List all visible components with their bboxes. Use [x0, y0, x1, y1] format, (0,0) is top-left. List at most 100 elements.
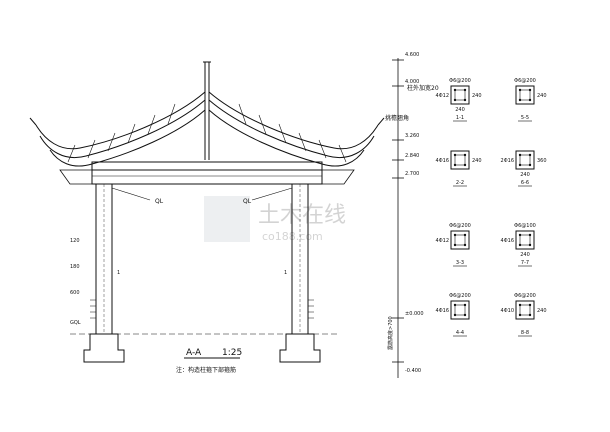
- section-stirrup: [454, 154, 466, 166]
- rebar-dot: [528, 153, 532, 157]
- elev-gl: ±0.000: [405, 311, 424, 317]
- section-6-6: 2Φ16 240 360 6-6: [501, 150, 547, 187]
- left-base-label: GQL: [70, 320, 81, 326]
- section-4-4: Φ6@200 4Φ16 4-4: [436, 293, 471, 337]
- section-height-dim: 240: [537, 308, 547, 314]
- section-stirrup-label: Φ6@200: [449, 223, 471, 229]
- rebar-dot: [518, 88, 522, 92]
- rebar-dot: [463, 88, 467, 92]
- elev-top: 4.600: [405, 52, 419, 58]
- rebar-dot: [463, 98, 467, 102]
- rebar-dot: [453, 88, 457, 92]
- section-id: 4-4: [456, 330, 464, 336]
- rebar-dot: [528, 98, 532, 102]
- rebar-dot: [518, 313, 522, 317]
- left-dim-3: 600: [70, 290, 80, 296]
- rebar-dot: [528, 163, 532, 167]
- left-dim-1: 120: [70, 238, 80, 244]
- left-dim-2: 180: [70, 264, 80, 270]
- section-outline: [515, 85, 535, 105]
- section-rebar-label: 2Φ16: [501, 158, 514, 164]
- section-height-dim: 240: [472, 93, 482, 99]
- rebar-dot: [453, 153, 457, 157]
- section-scale: 1:25: [222, 348, 242, 358]
- rebar-dot: [453, 243, 457, 247]
- rebar-dot: [518, 303, 522, 307]
- rebar-dot: [518, 243, 522, 247]
- rebar-dot: [528, 88, 532, 92]
- section-id: 1-1: [456, 115, 464, 121]
- section-stirrup-label: Φ6@100: [514, 223, 536, 229]
- rebar-dot: [453, 303, 457, 307]
- section-id: 6-6: [521, 180, 529, 186]
- ql-right-label: QL: [243, 198, 252, 205]
- section-stirrup: [454, 304, 466, 316]
- drawing-note: 注：构造柱箍下部箍筋: [176, 366, 236, 374]
- section-width-dim: 240: [520, 172, 530, 178]
- elev-mid1: 3.260: [405, 133, 419, 139]
- section-stirrup: [454, 234, 466, 246]
- section-1-1: Φ6@200 4Φ12 240 240 1-1: [436, 78, 482, 122]
- section-id: 7-7: [521, 260, 529, 266]
- section-stirrup: [454, 89, 466, 101]
- rebar-dot: [528, 243, 532, 247]
- rebar-dot: [463, 243, 467, 247]
- section-stirrup-label: Φ6@200: [449, 78, 471, 84]
- column-mark-right: 1: [284, 270, 287, 276]
- section-id: 5-5: [521, 115, 529, 121]
- section-height-dim: 240: [537, 93, 547, 99]
- section-8-8: Φ6@200 4Φ10 240 8-8: [501, 293, 547, 337]
- section-width-dim: 240: [520, 252, 530, 258]
- elev-ridge: 4.000: [405, 79, 419, 85]
- section-outline: [515, 150, 535, 170]
- rebar-dot: [463, 233, 467, 237]
- section-id: 8-8: [521, 330, 529, 336]
- rebar-dot: [463, 153, 467, 157]
- section-height-dim: 360: [537, 158, 547, 164]
- pavilion-elevation: [29, 61, 385, 363]
- section-title: A-A: [186, 348, 202, 358]
- section-id: 3-3: [456, 260, 464, 266]
- section-outline: [515, 300, 535, 320]
- rebar-dot: [463, 303, 467, 307]
- right-note-1: 柱外加宽20: [407, 84, 439, 92]
- elev-mid3: 2.700: [405, 171, 419, 177]
- section-stirrup: [519, 234, 531, 246]
- watermark-brand: 土木在线: [258, 203, 346, 228]
- rebar-dot: [463, 163, 467, 167]
- section-rebar-label: 4Φ16: [501, 238, 514, 244]
- section-stirrup: [519, 154, 531, 166]
- ql-left-label: QL: [155, 198, 164, 205]
- elevation-dimension: [392, 58, 404, 378]
- rebar-dot: [518, 163, 522, 167]
- right-note-3: 露筋高度>700: [387, 316, 394, 350]
- rebar-dot: [528, 233, 532, 237]
- section-rebar-label: 4Φ16: [436, 158, 449, 164]
- section-stirrup: [519, 89, 531, 101]
- rebar-dot: [518, 153, 522, 157]
- section-id: 2-2: [456, 180, 464, 186]
- section-width-dim: 240: [455, 107, 465, 113]
- section-outline: [450, 150, 470, 170]
- rebar-dot: [453, 233, 457, 237]
- watermark: 土木在线 co188.com: [204, 196, 346, 243]
- elev-base: -0.400: [405, 368, 421, 374]
- section-rebar-label: 4Φ16: [436, 308, 449, 314]
- section-stirrup-label: Φ6@200: [514, 293, 536, 299]
- rebar-dot: [453, 313, 457, 317]
- section-rebar-label: 4Φ10: [501, 308, 514, 314]
- rebar-dot: [518, 233, 522, 237]
- right-note-2: 挑檐翘角: [385, 114, 409, 122]
- section-rebar-label: 4Φ12: [436, 93, 449, 99]
- section-outline: [450, 300, 470, 320]
- section-stirrup-label: Φ6@200: [449, 293, 471, 299]
- section-outline: [515, 230, 535, 250]
- elev-mid2: 2.840: [405, 153, 419, 159]
- section-rebar-label: 4Φ12: [436, 238, 449, 244]
- section-outline: [450, 230, 470, 250]
- column-mark-left: 1: [117, 270, 120, 276]
- rebar-dot: [528, 313, 532, 317]
- section-outline: [450, 85, 470, 105]
